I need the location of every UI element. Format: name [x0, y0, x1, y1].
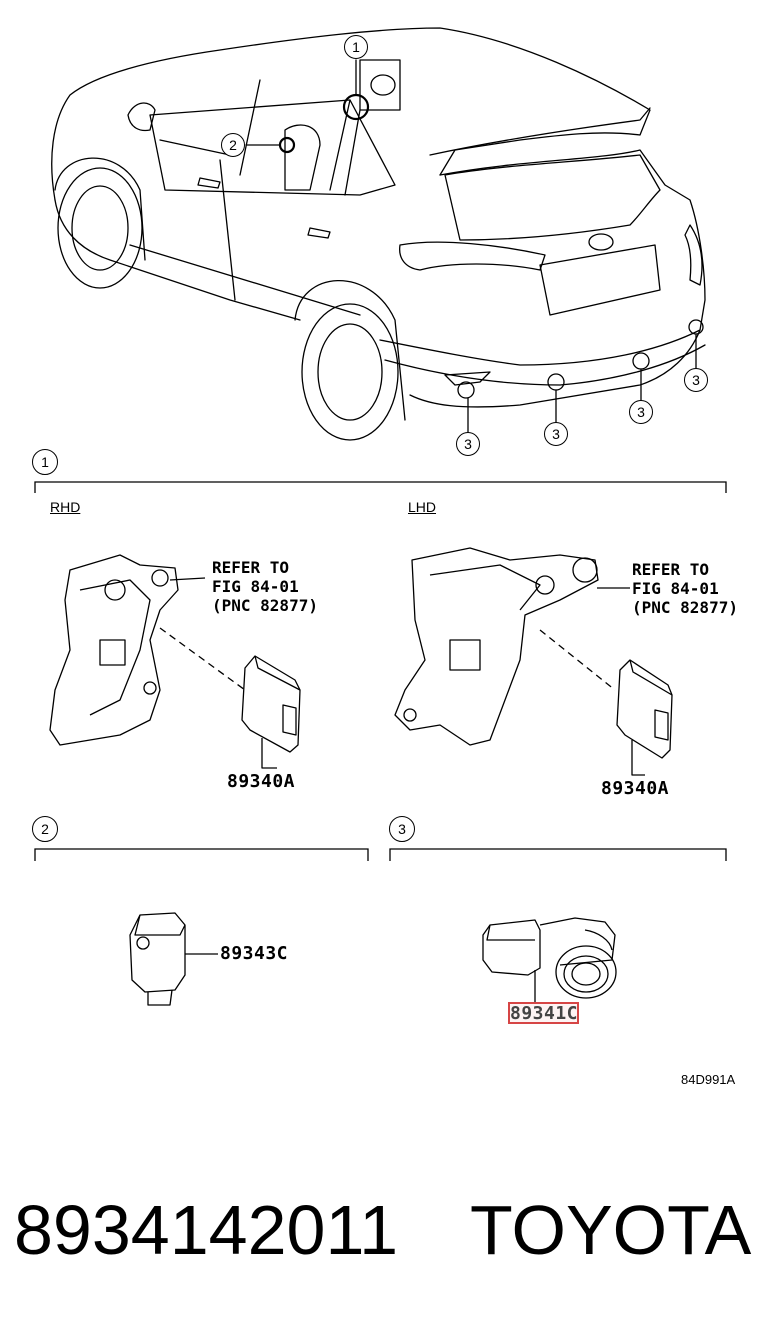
- brand-footer: TOYOTA: [470, 1191, 752, 1269]
- lhd-refer-note: REFER TO FIG 84-01 (PNC 82877): [632, 560, 738, 617]
- part-89341c[interactable]: 89341C: [510, 1003, 579, 1024]
- section-2-bracket: [34, 848, 369, 861]
- callout-3-b[interactable]: 3: [544, 422, 568, 446]
- callout-3-c[interactable]: 3: [629, 400, 653, 424]
- section-3-number: 3: [389, 816, 415, 842]
- rhd-refer-note: REFER TO FIG 84-01 (PNC 82877): [212, 558, 318, 615]
- part-89343c[interactable]: 89343C: [220, 943, 289, 964]
- part-89340a-lhd[interactable]: 89340A: [601, 778, 670, 799]
- callout-3-d[interactable]: 3: [684, 368, 708, 392]
- part-89340a-rhd[interactable]: 89340A: [227, 771, 296, 792]
- lhd-label: LHD: [408, 499, 437, 515]
- highlight-box: [508, 1002, 579, 1024]
- section-2-number: 2: [32, 816, 58, 842]
- vehicle-diagram: [51, 27, 706, 441]
- section-1-bracket: [34, 481, 727, 493]
- callout-2[interactable]: 2: [221, 133, 245, 157]
- rhd-ecu-assembly-drawing: [49, 554, 301, 769]
- part-number-footer: 8934142011: [14, 1191, 399, 1269]
- diagram-code: 84D991A: [681, 1072, 736, 1087]
- section-3-bracket: [389, 848, 727, 861]
- sensor-89341c-drawing: [482, 917, 617, 1003]
- callout-1[interactable]: 1: [344, 35, 368, 59]
- lhd-ecu-assembly-drawing: [394, 547, 673, 776]
- sensor-89343c-drawing: [129, 912, 218, 1006]
- section-1-number: 1: [32, 449, 58, 475]
- rhd-label: RHD: [50, 499, 81, 515]
- callout-3-a[interactable]: 3: [456, 432, 480, 456]
